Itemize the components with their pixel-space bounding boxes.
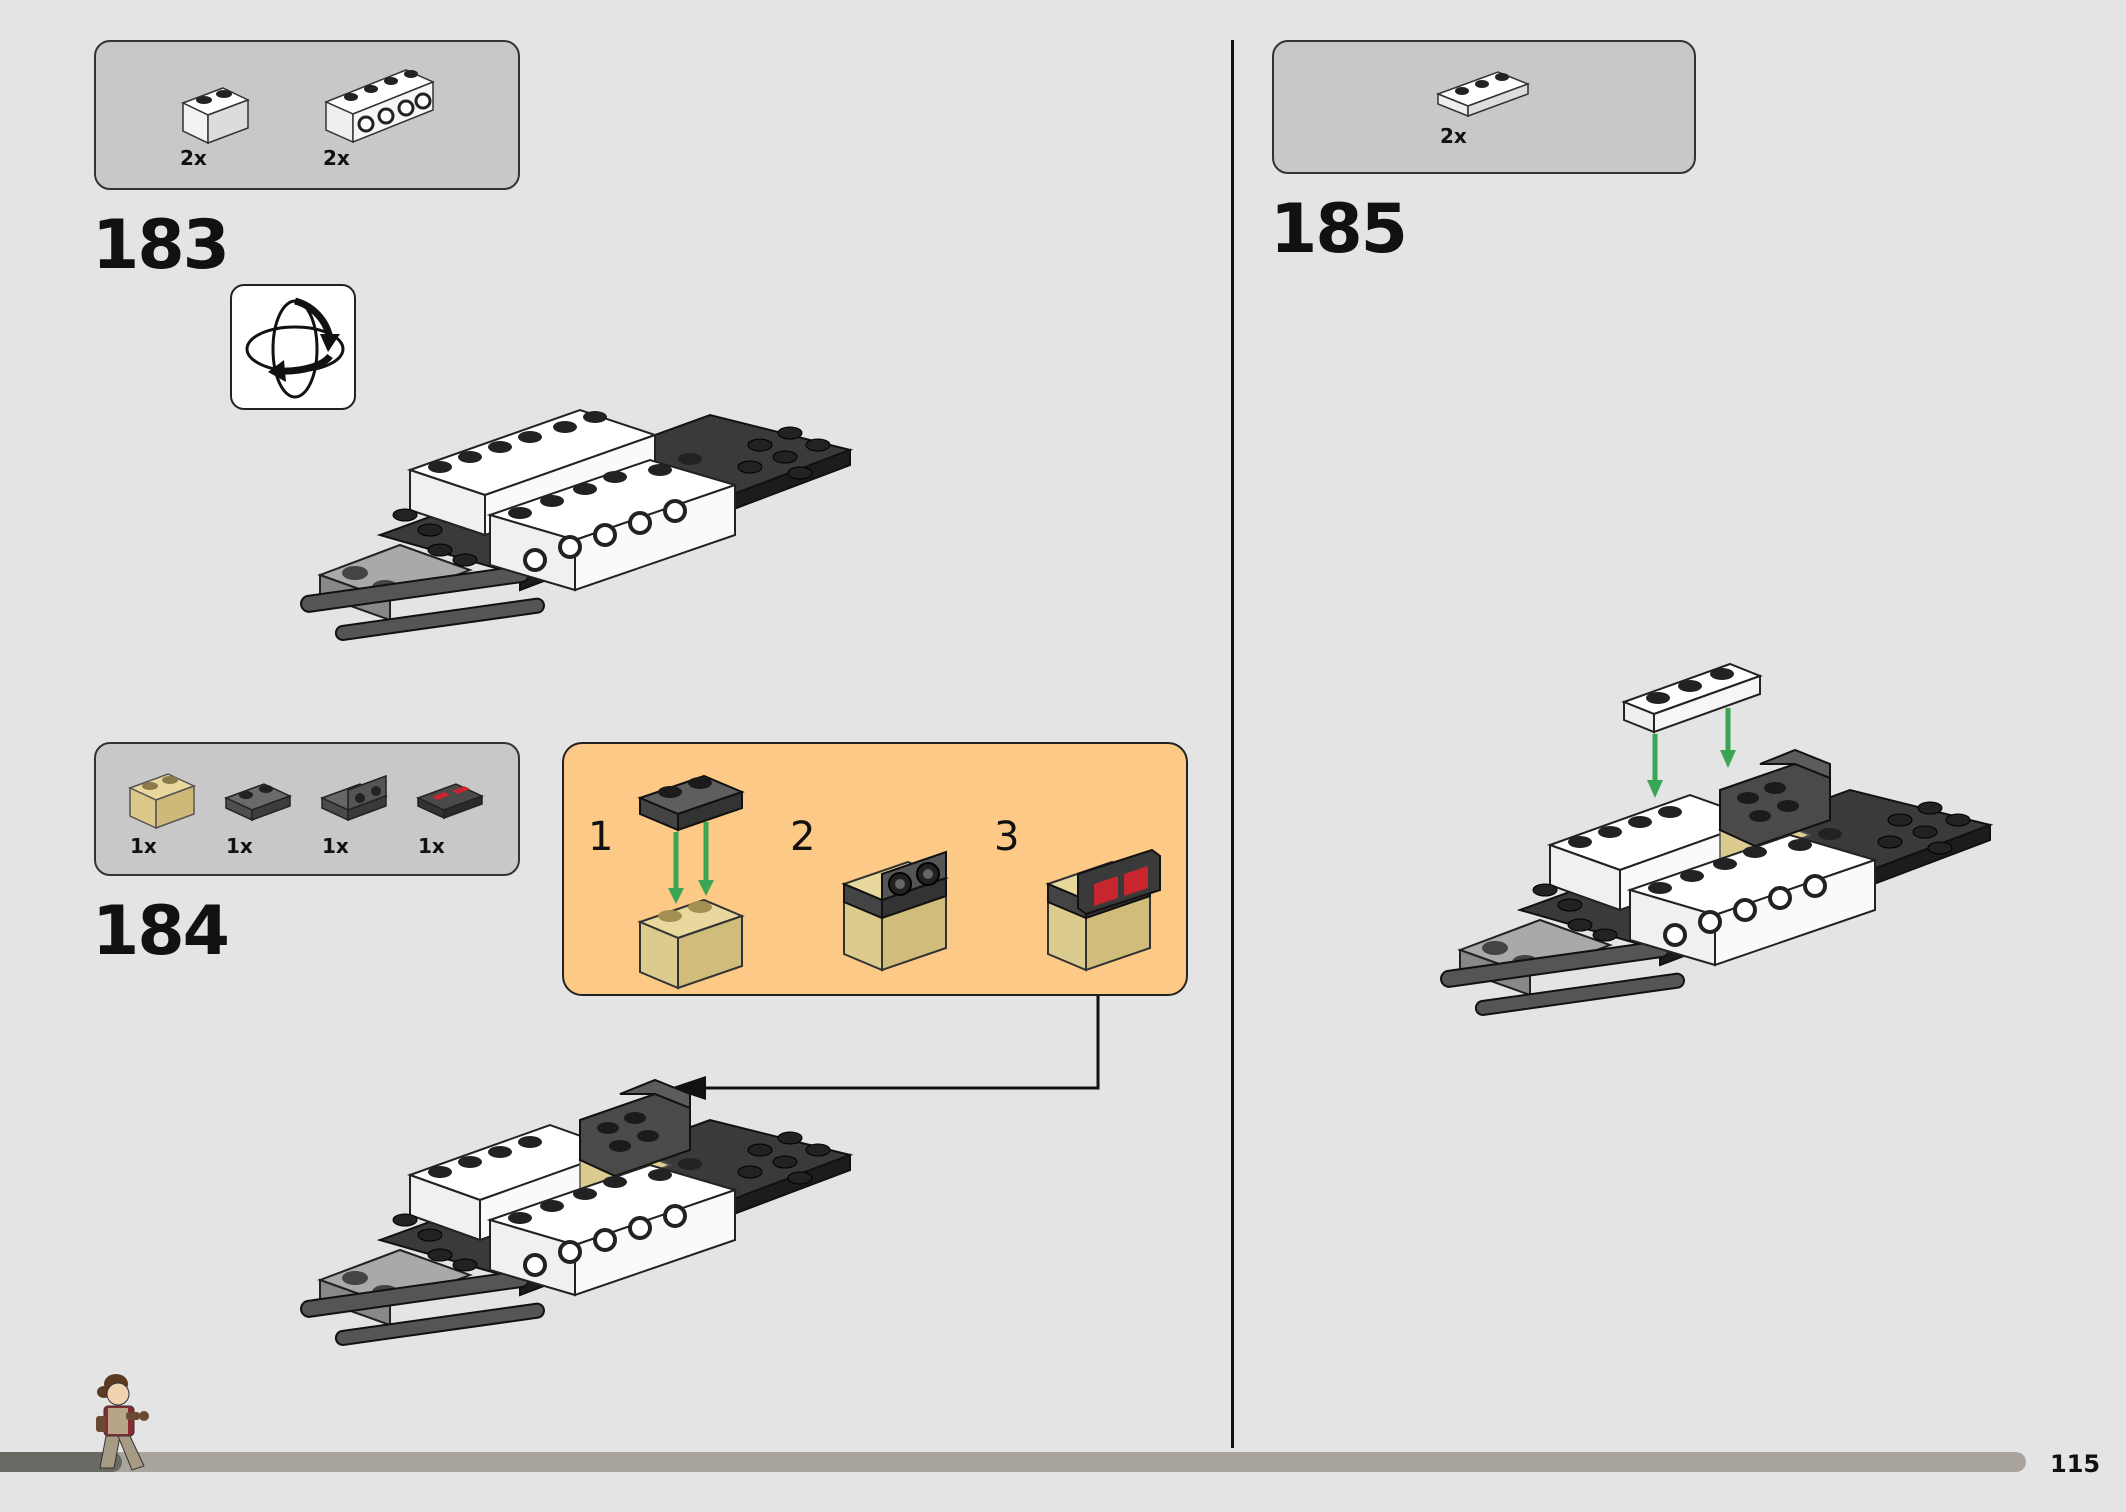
substep-number: 2 [790,814,816,860]
subassembly-callout: 1 2 3 [562,742,1188,996]
tan-brick-1x2-icon [128,773,196,830]
red-display-tile-icon [416,783,484,820]
part-qty: 1x [322,834,349,858]
substep-number: 3 [994,814,1020,860]
model-assembly-step-183 [300,408,854,641]
substep-3-illustration [1045,848,1161,972]
minifigure-progress-icon [96,1374,149,1471]
callout-connector-arrow [670,996,1100,1100]
part-qty: 1x [226,834,253,858]
model-assembly-step-185 [1440,662,1994,1016]
model-assembly-step-184 [300,1078,854,1346]
part-qty: 1x [130,834,157,858]
white-plate-1x3-icon [1435,71,1531,118]
page-divider [1231,40,1234,1448]
part-qty: 2x [1440,124,1467,148]
substep-1-illustration [637,774,745,990]
parts-callout-step-184: 1x 1x 1x 1x [94,742,520,876]
rotate-icon [245,297,345,399]
progress-bar [0,1452,2026,1472]
part-qty: 1x [418,834,445,858]
substep-2-illustration [841,850,949,972]
step-number: 185 [1270,190,1408,269]
part-qty: 2x [323,146,350,170]
dark-gray-plate-1x2-icon [224,783,292,822]
dark-gray-bracket-icon [320,774,388,822]
step-number: 184 [92,892,230,971]
part-qty: 2x [180,146,207,170]
page-number: 115 [2050,1450,2101,1478]
parts-callout-step-185: 2x [1272,40,1696,174]
rotate-model-callout [230,284,356,410]
parts-callout-step-183: 2x 2x [94,40,520,190]
white-brick-1x2-icon [181,87,250,145]
step-number: 183 [92,206,230,285]
progress-bar-fill [0,1452,122,1472]
white-technic-brick-1x4-icon [324,69,435,144]
substep-number: 1 [588,814,614,860]
